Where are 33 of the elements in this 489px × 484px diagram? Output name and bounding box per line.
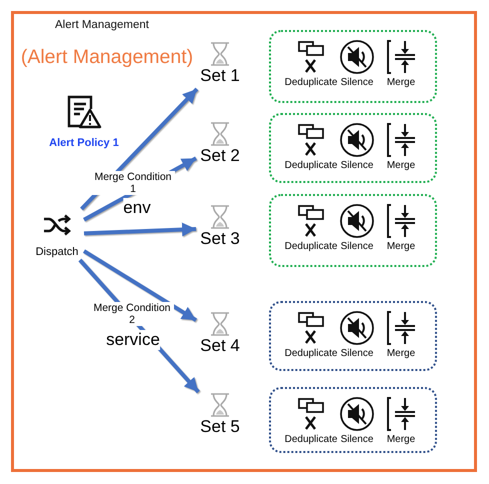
condition-label: Merge Condition 1: [91, 171, 175, 196]
condition-key: service: [106, 330, 160, 350]
action-label: Deduplicate: [284, 160, 338, 172]
action-label: Deduplicate: [284, 348, 338, 360]
node-label: Dispatch: [36, 246, 78, 259]
set-label: Set 1: [200, 66, 240, 86]
policy-label: Alert Policy 1: [49, 137, 119, 150]
action-panel: [269, 30, 437, 103]
action-panel: [269, 387, 437, 453]
action-panel: [269, 301, 437, 371]
action-label: Silence: [340, 77, 374, 88]
diagram-subtitle: (Alert Management): [20, 46, 194, 68]
action-label: Deduplicate: [284, 434, 338, 446]
arrow: [82, 249, 198, 322]
action-label: Merge: [386, 160, 416, 172]
action-label: Silence: [340, 434, 374, 446]
arrow: [84, 222, 196, 237]
action-label: Merge: [386, 348, 416, 360]
action-label: Merge: [386, 434, 416, 446]
set-label: Set 2: [200, 146, 240, 166]
action-panel: [269, 194, 437, 267]
action-label: Merge: [386, 77, 416, 88]
set-label: Set 5: [200, 417, 240, 437]
action-label: Deduplicate: [284, 241, 338, 252]
action-label: Deduplicate: [284, 77, 338, 88]
set-label: Set 3: [200, 229, 240, 249]
action-label: Silence: [340, 348, 374, 360]
action-label: Merge: [386, 241, 416, 252]
diagram-heading: Alert Management: [55, 19, 149, 32]
action-label: Silence: [340, 241, 374, 252]
set-label: Set 4: [200, 336, 240, 356]
action-label: Silence: [340, 160, 374, 172]
action-panel: [269, 113, 437, 183]
